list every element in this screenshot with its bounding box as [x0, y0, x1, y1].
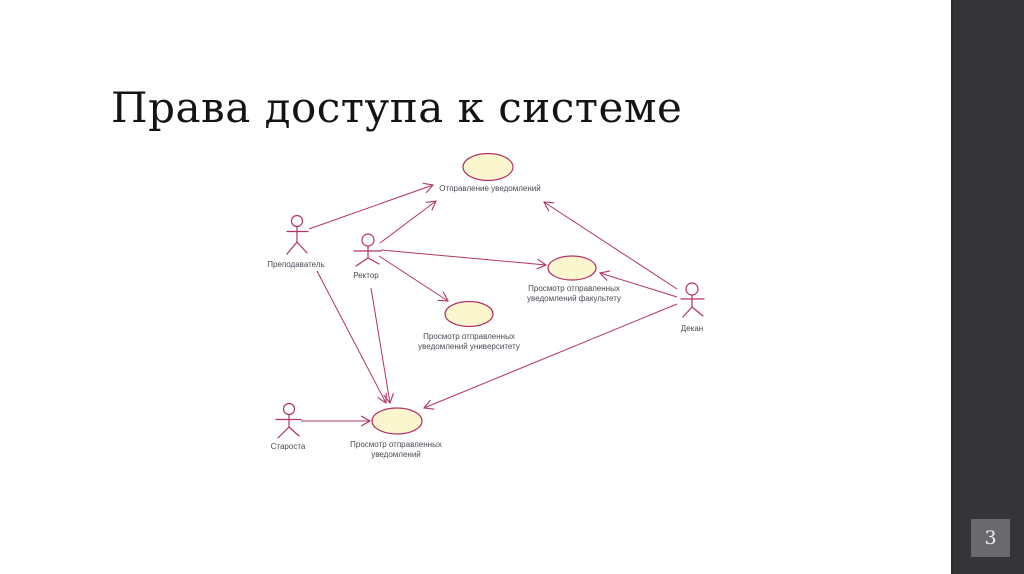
connection-rector-viewsent [370, 287, 390, 403]
page-number-box: 3 [971, 519, 1010, 557]
connection-teacher-viewsent [316, 270, 386, 403]
page-number: 3 [984, 527, 997, 549]
slide-title: Права доступа к системе [111, 83, 683, 132]
usecase-send-notifications-label: Отправление уведомлений [439, 184, 541, 193]
actor-dean-figure [680, 282, 705, 318]
connection-rector-send [379, 201, 436, 244]
usecase-view-sent-ellipse [371, 407, 423, 435]
connection-dean-viewsent [424, 303, 678, 408]
usecase-send-notifications-ellipse [462, 152, 514, 182]
usecase-view-faculty-ellipse [547, 255, 597, 281]
usecase-view-university-ellipse [444, 300, 494, 328]
connection-rector-university [378, 255, 448, 301]
actor-starosta-figure [275, 402, 302, 439]
actor-rector-label: Ректор [353, 271, 379, 280]
usecase-view-faculty-label: Просмотр отправленных уведомлений факуль… [527, 284, 621, 303]
connection-dean-send [544, 202, 678, 290]
actor-teacher-figure [286, 214, 309, 255]
connection-rector-faculty [380, 249, 546, 265]
usecase-view-university-label: Просмотр отправленных уведомлений универ… [418, 332, 520, 351]
actor-rector-figure [353, 233, 382, 267]
connection-dean-faculty [600, 273, 678, 298]
usecase-view-sent-label: Просмотр отправленных уведомлений [350, 440, 442, 459]
actor-teacher-label: Преподаватель [267, 260, 325, 269]
actor-dean-label: Декан [680, 324, 704, 333]
right-sidebar: 3 [951, 0, 1024, 574]
connection-teacher-send [308, 185, 433, 230]
actor-starosta-label: Староста [270, 442, 306, 451]
